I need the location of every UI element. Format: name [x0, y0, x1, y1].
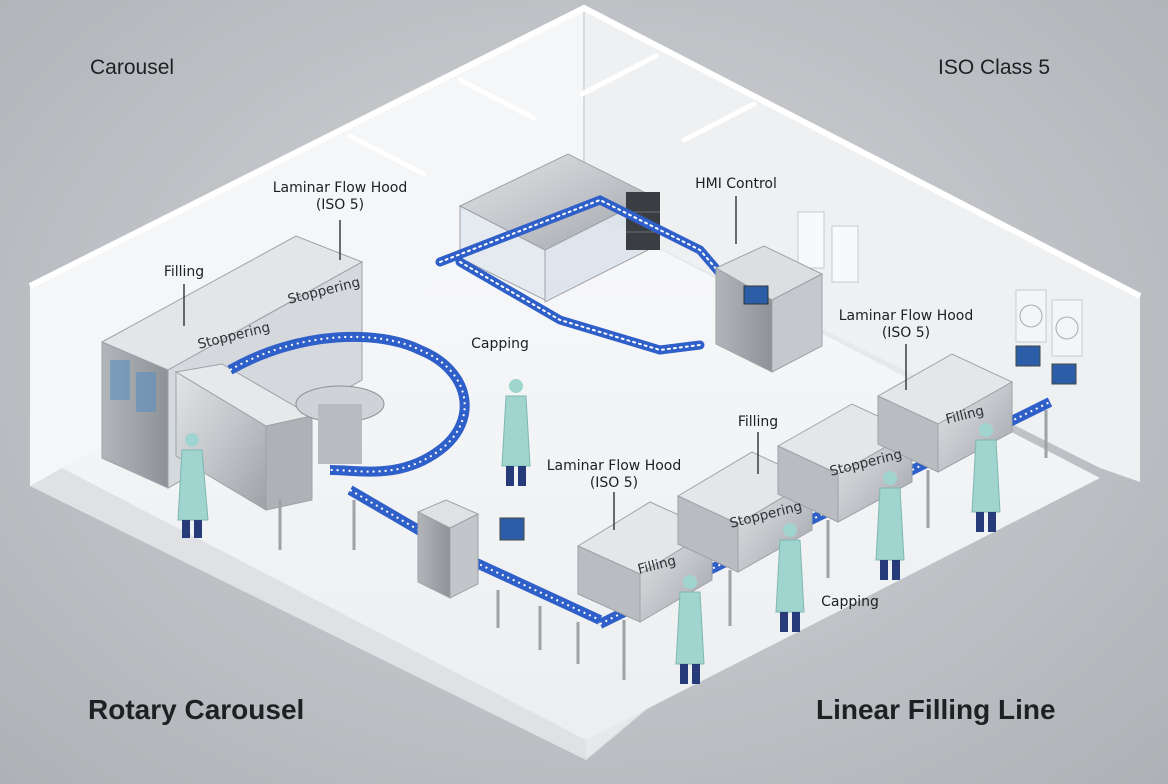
hmi-screen	[743, 285, 769, 305]
callout-lines	[183, 196, 907, 530]
wall-panels	[797, 211, 1083, 357]
label-hmi-control: HMI Control	[695, 176, 777, 192]
hmi-control-cabinet	[714, 245, 824, 373]
right-wall	[584, 8, 1140, 482]
wall-rim	[28, 4, 1142, 299]
corner-title-bottom-right: Linear Filling Line	[816, 694, 1056, 725]
back-isolator	[458, 153, 660, 303]
label-line-hood-right: Laminar Flow Hood (ISO 5)	[838, 308, 974, 341]
operators	[177, 379, 1001, 684]
linear-filling-line	[576, 345, 1077, 680]
operator-2	[501, 379, 531, 486]
operator-3	[675, 575, 705, 684]
label-line-hood-mid: Laminar Flow Hood (ISO 5)	[546, 458, 682, 491]
capping-station	[416, 499, 525, 599]
corner-title-bottom-left: Rotary Carousel	[88, 694, 305, 725]
corner-title-top-left: Carousel	[90, 56, 175, 79]
label-carousel-capping: Capping	[471, 336, 529, 352]
operator-1	[177, 433, 209, 538]
corner-title-top-right: ISO Class 5	[938, 56, 1051, 79]
label-line-capping: Capping	[821, 594, 879, 610]
label-carousel-hood: Laminar Flow Hood (ISO 5)	[272, 180, 408, 213]
ceiling-lights	[347, 53, 757, 177]
operator-5	[875, 471, 905, 580]
label-line-filling: Filling	[737, 414, 779, 430]
rotary-carousel-machine	[100, 235, 603, 664]
label-carousel-filling: Filling	[163, 264, 205, 280]
operator-6	[971, 423, 1001, 532]
operator-4	[775, 523, 805, 632]
